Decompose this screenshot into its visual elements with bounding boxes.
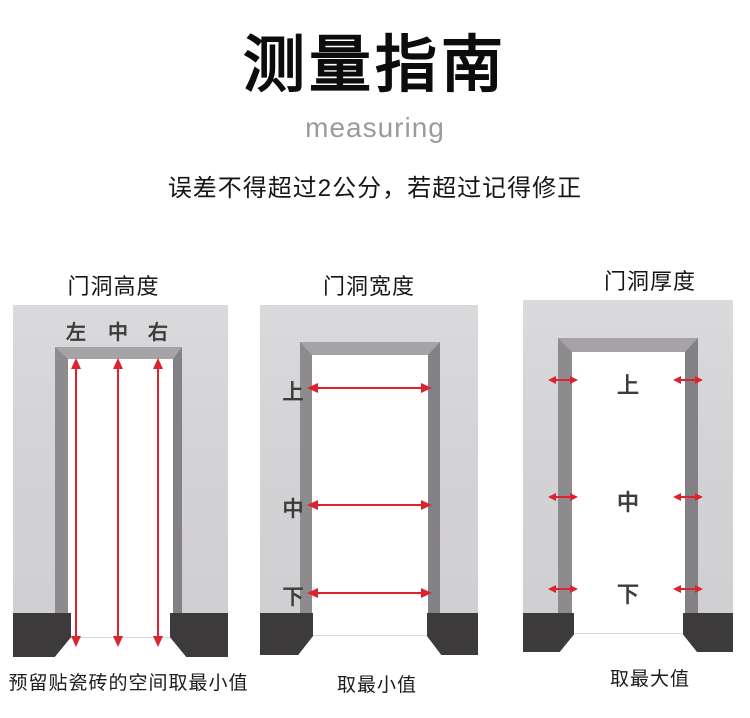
measure-point-label-right: 右 [148, 322, 168, 344]
measure-point-label-middle: 中 [108, 322, 128, 344]
double-arrow-horizontal-small-icon [673, 585, 703, 593]
double-arrow-vertical-icon [113, 358, 123, 647]
diagram-caption: 取最小值 [336, 675, 418, 696]
page-subtitle: measuring [305, 112, 445, 143]
diagram-title: 门洞厚度 [603, 269, 696, 294]
tolerance-note: 误差不得超过2公分，若超过记得修正 [167, 175, 583, 202]
double-arrow-horizontal-icon [307, 500, 432, 510]
diagram-title: 门洞宽度 [322, 274, 415, 299]
measure-point-label-left: 左 [66, 322, 86, 344]
diagram-door-thickness: 门洞厚度 上 中 下 取最大值 [523, 269, 733, 690]
page-title: 测量指南 [242, 31, 507, 100]
measure-point-label-top: 上 [616, 373, 639, 398]
double-arrow-vertical-icon [71, 358, 81, 647]
diagram-door-height: 门洞高度 左 中 右 预留贴瓷砖的空间取最小值 [8, 274, 247, 694]
diagram-caption: 预留贴瓷砖的空间取最小值 [8, 673, 249, 694]
diagram-title: 门洞高度 [67, 274, 160, 299]
floor [523, 633, 733, 653]
measure-point-label-middle: 中 [282, 498, 304, 521]
diagram-door-width: 门洞宽度 上 中 下 取最小值 [260, 274, 478, 696]
door-opening [300, 342, 440, 635]
double-arrow-vertical-icon [153, 358, 163, 647]
double-arrow-horizontal-small-icon [548, 493, 578, 501]
measure-point-label-top: 上 [282, 381, 304, 404]
double-arrow-horizontal-small-icon [673, 493, 703, 501]
double-arrow-horizontal-icon [307, 383, 432, 393]
double-arrow-horizontal-small-icon [548, 376, 578, 384]
diagram-caption: 取最大值 [609, 669, 691, 690]
measure-point-label-bottom: 下 [282, 586, 304, 609]
floor [260, 635, 478, 656]
measure-point-label-middle: 中 [616, 490, 639, 515]
door-opening [558, 338, 698, 633]
measure-point-label-bottom: 下 [616, 582, 639, 607]
double-arrow-horizontal-small-icon [548, 585, 578, 593]
double-arrow-horizontal-icon [307, 588, 432, 598]
double-arrow-horizontal-small-icon [673, 376, 703, 384]
